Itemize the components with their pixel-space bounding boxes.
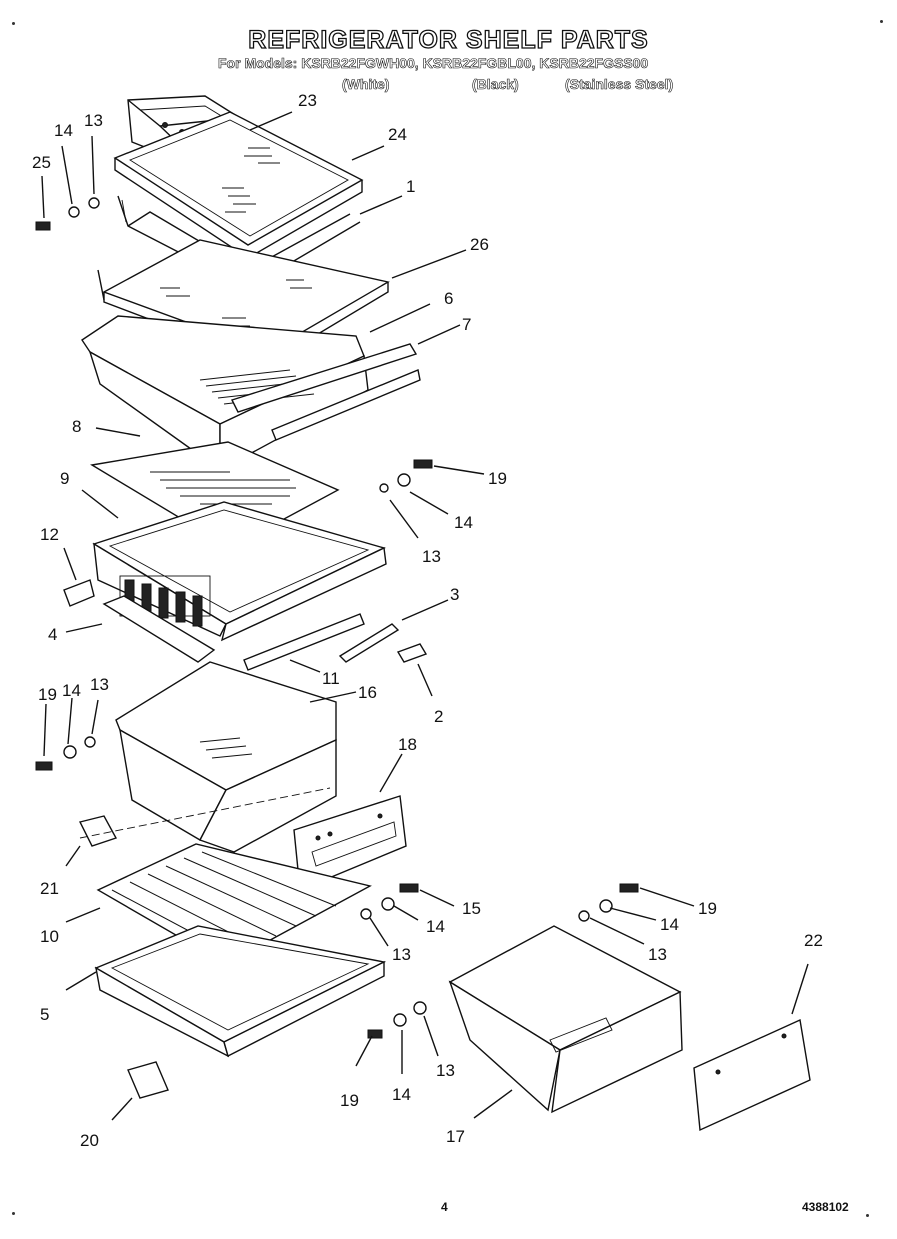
callout-14-c: 14 [62, 681, 81, 700]
part-20-clip [127, 1061, 169, 1099]
callout-21: 21 [40, 879, 59, 898]
callout-12: 12 [40, 525, 59, 544]
part-16-deli-drawer [115, 661, 337, 853]
callout-19-b: 19 [38, 685, 57, 704]
callout-11: 11 [322, 669, 340, 688]
finish-black: (Black) [472, 76, 519, 93]
scan-mark [866, 1214, 869, 1217]
callout-14-a: 14 [54, 121, 73, 140]
finish-white: (White) [342, 76, 390, 93]
fasteners [35, 197, 639, 1039]
callout-13-e: 13 [648, 945, 667, 964]
part-7-cover-strip [231, 343, 421, 441]
callout-5: 5 [40, 1005, 49, 1024]
document-number: 4388102 [802, 1200, 849, 1214]
part-5-drawer-frame [94, 925, 387, 1058]
callout-4: 4 [48, 625, 57, 644]
scan-mark [880, 20, 883, 23]
part-3-rail [338, 623, 400, 663]
callout-13-f: 13 [436, 1061, 455, 1080]
scan-mark [12, 1212, 15, 1215]
models-line: For Models: KSRB22FGWH00, KSRB22FGBL00, … [218, 55, 649, 72]
scan-mark [12, 22, 15, 25]
callout-17: 17 [446, 1127, 465, 1146]
callout-23: 23 [298, 91, 317, 110]
callout-19-a: 19 [488, 469, 507, 488]
callout-25: 25 [32, 153, 51, 172]
callout-14-e: 14 [660, 915, 679, 934]
finish-stainless: (Stainless Steel) [565, 76, 674, 93]
callout-9: 9 [60, 469, 69, 488]
callout-19-d: 19 [340, 1091, 359, 1110]
part-21-stopper [78, 815, 118, 847]
part-2-clip [396, 643, 428, 663]
page-number: 4 [441, 1200, 448, 1214]
part-4-rail [102, 595, 216, 663]
callout-labels: 23 24 14 13 25 1 26 6 7 8 19 9 14 13 12 … [32, 91, 823, 1150]
callout-6: 6 [444, 289, 453, 308]
callout-20: 20 [80, 1131, 99, 1150]
callout-14-d: 14 [426, 917, 445, 936]
callout-3: 3 [450, 585, 459, 604]
callout-13-c: 13 [90, 675, 109, 694]
part-22-drawer-front [693, 1018, 811, 1132]
callout-14-f: 14 [392, 1085, 411, 1104]
callout-15: 15 [462, 899, 481, 918]
page-title: REFRIGERATOR SHELF PARTS [248, 25, 649, 54]
callout-16: 16 [358, 683, 377, 702]
callout-22: 22 [804, 931, 823, 950]
part-9-pan-frame [92, 501, 387, 642]
callout-10: 10 [40, 927, 59, 946]
callout-7: 7 [462, 315, 471, 334]
part-12-clip [63, 579, 95, 607]
callout-2: 2 [434, 707, 443, 726]
callout-13-d: 13 [392, 945, 411, 964]
callout-1: 1 [406, 177, 415, 196]
callout-18: 18 [398, 735, 417, 754]
callout-13-a: 13 [84, 111, 103, 130]
callout-14-b: 14 [454, 513, 473, 532]
part-17-drawer [448, 925, 683, 1114]
callout-24: 24 [388, 125, 407, 144]
callout-19-c: 19 [698, 899, 717, 918]
callout-8: 8 [72, 417, 81, 436]
callout-26: 26 [470, 235, 489, 254]
callout-13-b: 13 [422, 547, 441, 566]
leader-lines [41, 111, 809, 1121]
part-6-crisper-drawer [81, 315, 369, 472]
part-11-rail [243, 613, 365, 671]
